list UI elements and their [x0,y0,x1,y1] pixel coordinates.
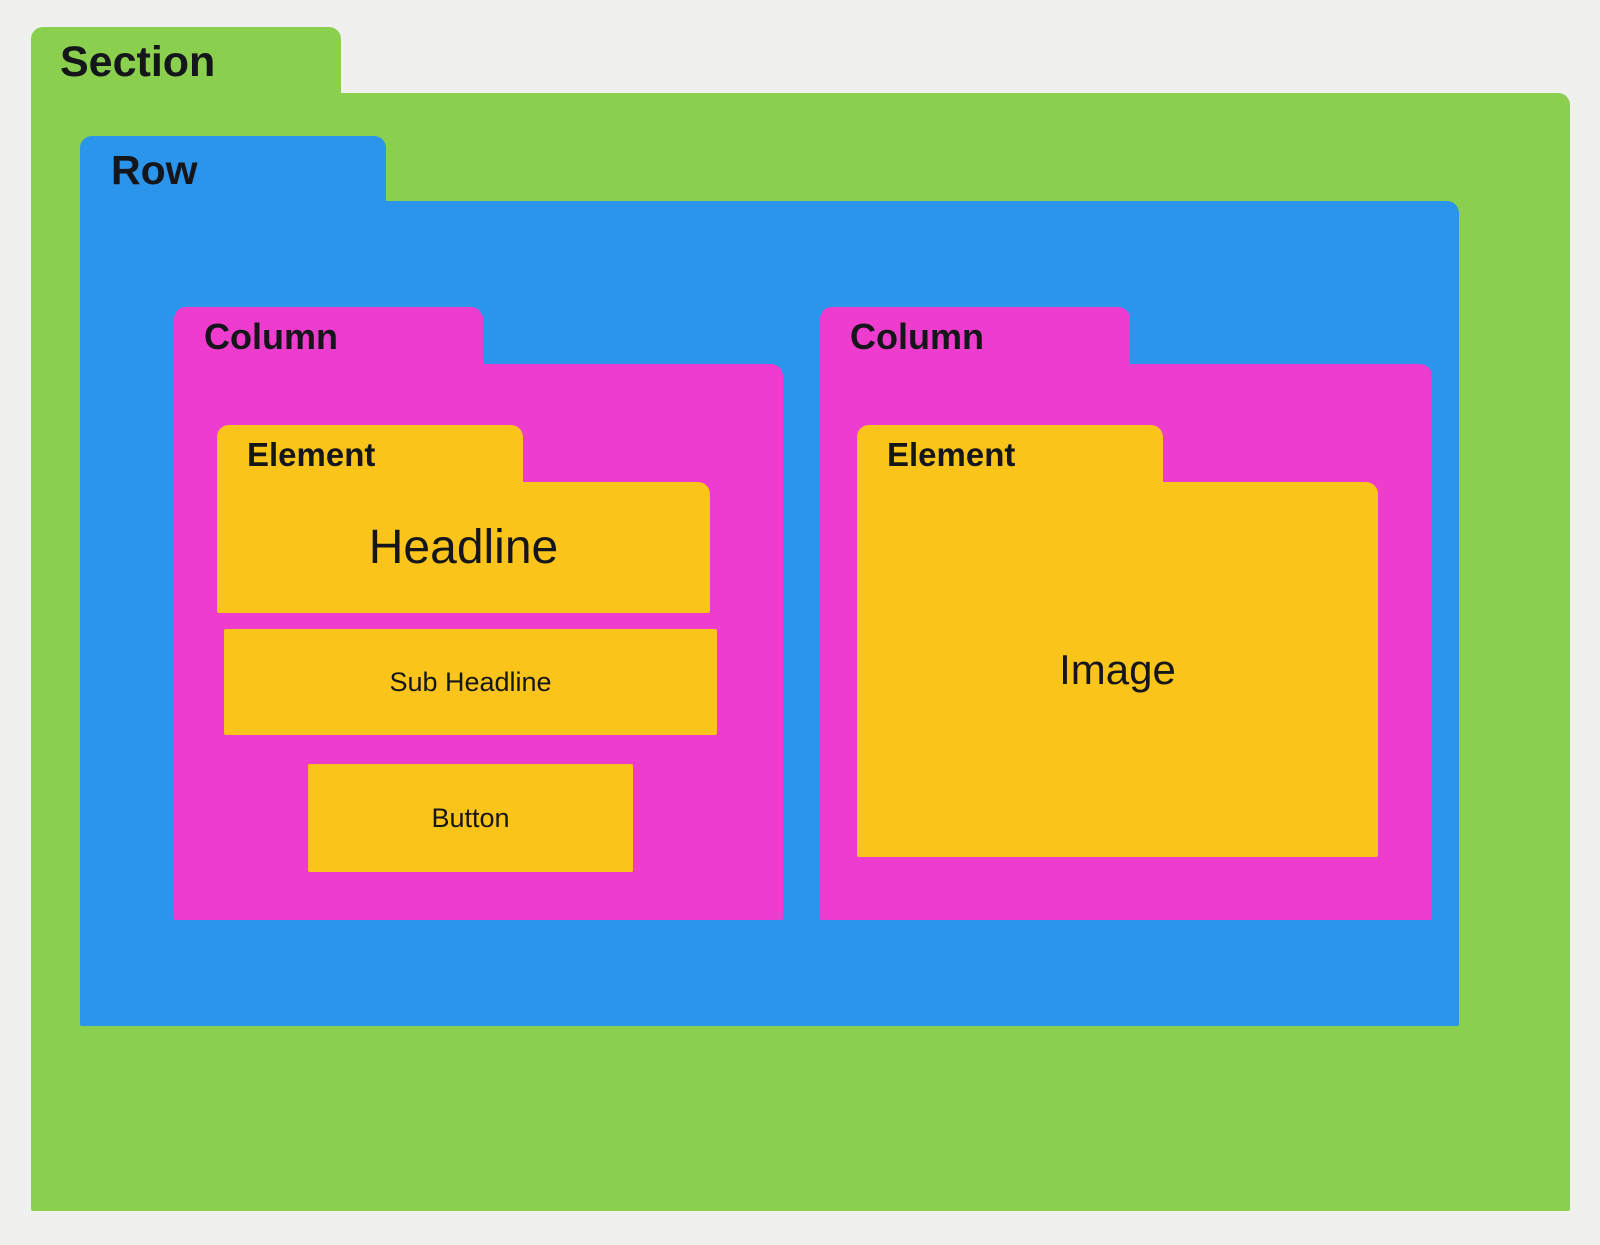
element-image-tab[interactable]: Element [857,425,1163,483]
element-headline-tab[interactable]: Element [217,425,523,483]
column-2-tab[interactable]: Column [820,307,1130,367]
sub-headline-text: Sub Headline [389,666,552,697]
column-1-tab[interactable]: Column [174,307,483,367]
row-tab[interactable]: Row [80,136,386,204]
headline-text: Headline [368,520,559,574]
element-container-headline[interactable]: Element Headline [217,425,710,613]
section-tab-label: Section [60,37,216,86]
element-container-image[interactable]: Element Image [857,425,1378,857]
element-headline-tab-label: Element [247,435,376,473]
column-2-tab-label: Column [850,316,984,357]
element-image-tab-label: Element [887,435,1016,473]
section-tab[interactable]: Section [31,27,341,97]
element-headline-body: Headline [217,482,710,613]
element-image-body: Image [857,482,1378,857]
sub-headline-block[interactable]: Sub Headline [224,629,717,735]
column-1-tab-label: Column [204,316,338,357]
button-text: Button [431,802,510,833]
row-tab-label: Row [111,146,198,193]
image-text: Image [1059,645,1176,693]
button-block[interactable]: Button [308,764,633,872]
